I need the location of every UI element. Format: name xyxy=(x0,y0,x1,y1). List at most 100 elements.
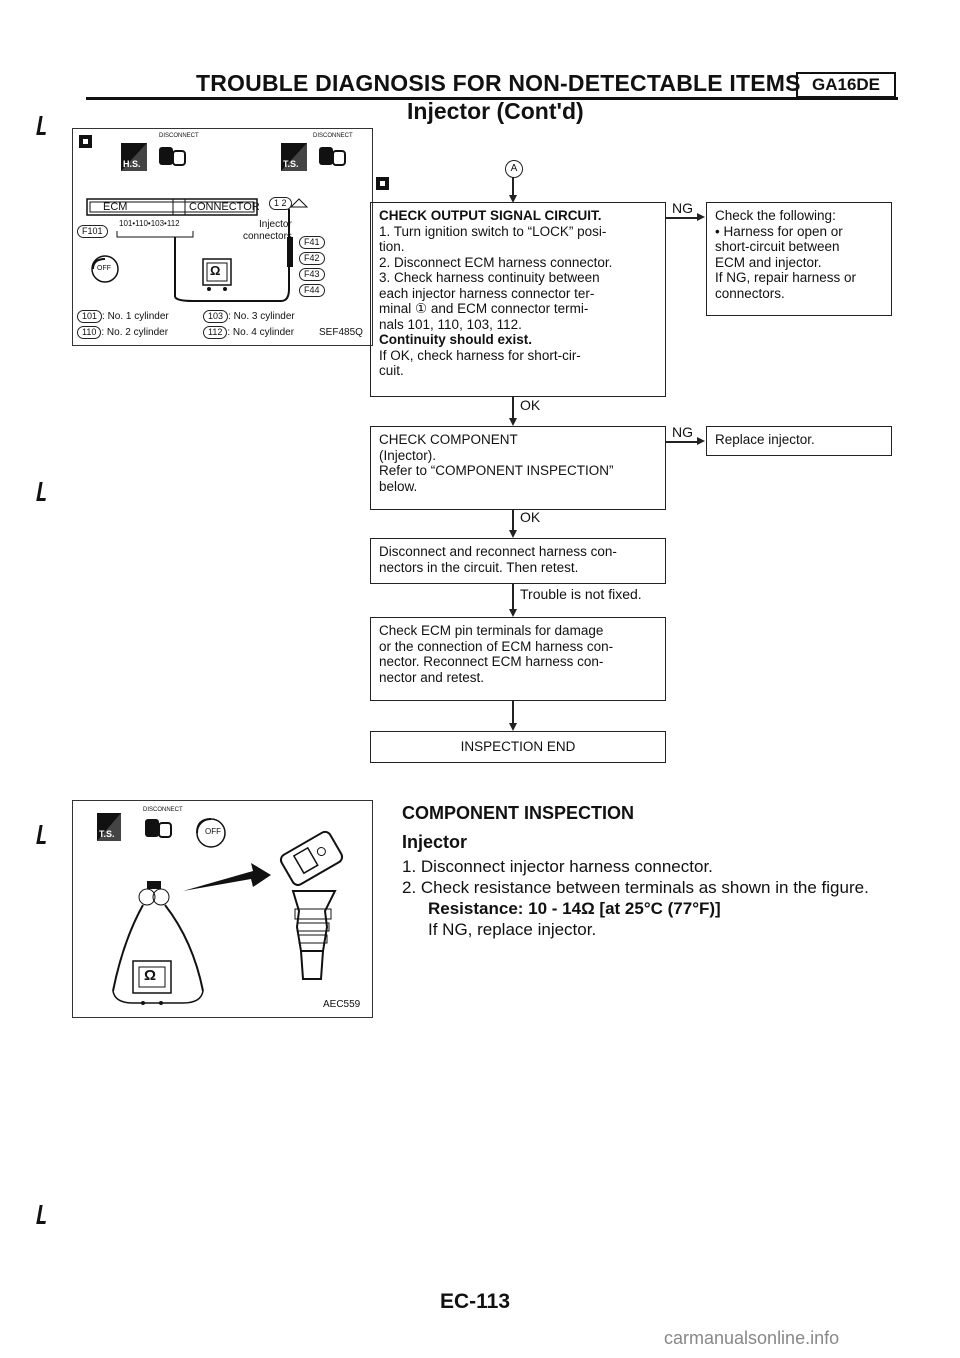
ohm-symbol: Ω xyxy=(144,967,157,984)
legend-left: 101: No. 1 cylinder 110: No. 2 cylinder xyxy=(77,309,169,341)
step-line: Refer to “COMPONENT INSPECTION” xyxy=(379,463,614,478)
connector-label: CONNECTOR xyxy=(189,201,260,213)
flow-line xyxy=(512,177,514,196)
flow-arrow xyxy=(509,723,517,731)
pin-badge: 112 xyxy=(203,326,228,339)
step-line: 3. Check harness continuity between xyxy=(379,270,600,285)
connector-id: F44 xyxy=(299,284,325,297)
pin-12-badge: 1 2 xyxy=(269,193,292,211)
ng-label: NG xyxy=(672,200,693,216)
inspection-note: If NG, replace injector. xyxy=(428,920,597,939)
ng-action-line: short-circuit between xyxy=(715,239,840,254)
page-number: EC-113 xyxy=(440,1290,511,1313)
flow-line xyxy=(512,701,514,724)
step-line: minal ① and ECM connector termi- xyxy=(379,301,589,316)
flow-line xyxy=(512,584,514,610)
step-line: or the connection of ECM harness con- xyxy=(379,638,614,654)
ecm-label: ECM xyxy=(103,201,128,213)
legend-text: : No. 4 cylinder xyxy=(227,327,295,338)
step-line: nector. Reconnect ECM harness con- xyxy=(379,654,604,669)
connector-id: F43 xyxy=(299,268,325,281)
step-line: nectors in the circuit. Then retest. xyxy=(379,559,579,575)
step-line: each injector harness connector ter- xyxy=(379,285,595,301)
ng-action-line: Check the following: xyxy=(715,208,836,223)
step-line: nector and retest. xyxy=(379,669,485,685)
ng-action-box: Check the following: • Harness for open … xyxy=(706,202,892,316)
inspection-step: 1. Disconnect injector harness connector… xyxy=(402,857,713,876)
flow-line xyxy=(666,441,698,443)
ts-label: T.S. xyxy=(283,159,299,169)
inspection-end-box: INSPECTION END xyxy=(370,731,666,763)
header-rule xyxy=(86,97,898,100)
binding-mark xyxy=(36,116,49,135)
ng-action-line: connectors. xyxy=(715,285,785,301)
engine-badge: GA16DE xyxy=(796,72,896,98)
inspection-step: 2. Check resistance between terminals as… xyxy=(402,878,869,897)
flow-line xyxy=(512,397,514,419)
watermark: carmanualsonline.info xyxy=(664,1328,840,1348)
connector-id-list: F41 F42 F43 F44 xyxy=(299,233,325,297)
step-check-ecm-pins: Check ECM pin terminals for damage or th… xyxy=(370,617,666,701)
pin-numbers: 101•110•103•112 xyxy=(119,219,180,228)
replace-injector-box: Replace injector. xyxy=(706,426,892,456)
step-line: 1. Turn ignition switch to “LOCK” posi- xyxy=(379,223,607,239)
ng-action-line: ECM and injector. xyxy=(715,254,822,270)
component-subtitle: Injector xyxy=(402,832,468,852)
injector-diagram-svg xyxy=(97,813,344,1005)
continuity-note: Continuity should exist. xyxy=(379,332,533,347)
step-line: (Injector). xyxy=(379,447,437,463)
step-line: cuit. xyxy=(379,363,404,378)
flow-line xyxy=(666,217,698,219)
step-line: below. xyxy=(379,478,418,494)
pin-badge: 103 xyxy=(203,310,229,323)
step-line: CHECK COMPONENT xyxy=(379,432,518,447)
ok-label: OK xyxy=(520,397,541,413)
step-check-component: CHECK COMPONENT (Injector). Refer to “CO… xyxy=(370,426,666,510)
flow-arrow xyxy=(509,609,517,617)
flow-line xyxy=(512,510,514,531)
disconnect-label: DISCONNECT xyxy=(143,807,183,813)
injector-label: Injector xyxy=(259,219,292,230)
ohm-symbol: Ω xyxy=(210,263,221,278)
wiring-diagram-svg xyxy=(86,143,346,302)
legend-text: : No. 3 cylinder xyxy=(228,311,295,322)
injector-figure: T.S. DISCONNECT OFF Ω AEC559 xyxy=(72,800,373,1018)
key-off-label: OFF xyxy=(97,265,111,272)
step-title: CHECK OUTPUT SIGNAL CIRCUIT. xyxy=(379,208,602,223)
connector-marker-a: A xyxy=(505,160,523,178)
connector-id: F42 xyxy=(299,252,325,265)
flow-arrow xyxy=(697,437,705,445)
connectors-label: connectors xyxy=(243,231,292,242)
ng-label: NG xyxy=(672,424,693,440)
section-marker-icon xyxy=(376,177,389,190)
legend-text: : No. 2 cylinder xyxy=(101,327,169,338)
ng-action-line: • Harness for open or xyxy=(715,223,843,239)
pin-badge: 110 xyxy=(77,326,102,339)
legend-right: 103: No. 3 cylinder 112: No. 4 cylinder xyxy=(203,309,295,341)
flow-arrow xyxy=(509,418,517,426)
hs-label: H.S. xyxy=(123,159,141,169)
page-subtitle: Injector (Cont'd) xyxy=(407,98,584,124)
ok-label: OK xyxy=(520,509,541,525)
flow-arrow xyxy=(509,530,517,538)
step-line: Check ECM pin terminals for damage xyxy=(379,623,604,638)
binding-mark xyxy=(36,825,49,844)
binding-mark xyxy=(36,1205,49,1224)
ng-action-line: If NG, repair harness or xyxy=(715,270,857,285)
step-output-signal: CHECK OUTPUT SIGNAL CIRCUIT. 1. Turn ign… xyxy=(370,202,666,397)
step-line: tion. xyxy=(379,239,405,254)
flow-arrow xyxy=(697,213,705,221)
flow-arrow xyxy=(509,195,517,203)
figure-code: SEF485Q xyxy=(319,327,363,338)
legend-text: : No. 1 cylinder xyxy=(102,311,169,322)
page-title: TROUBLE DIAGNOSIS FOR NON-DETECTABLE ITE… xyxy=(196,70,801,96)
step-line: 2. Disconnect ECM harness connector. xyxy=(379,254,613,270)
step-line: If OK, check harness for short-cir- xyxy=(379,347,581,363)
figure-code: AEC559 xyxy=(323,999,361,1010)
pin-badge: 101 xyxy=(77,310,103,323)
f101-badge: F101 xyxy=(77,221,108,239)
component-inspection-title: COMPONENT INSPECTION xyxy=(402,803,635,823)
binding-mark xyxy=(36,482,49,501)
disconnect-label: DISCONNECT xyxy=(313,133,353,139)
disconnect-label: DISCONNECT xyxy=(159,133,199,139)
